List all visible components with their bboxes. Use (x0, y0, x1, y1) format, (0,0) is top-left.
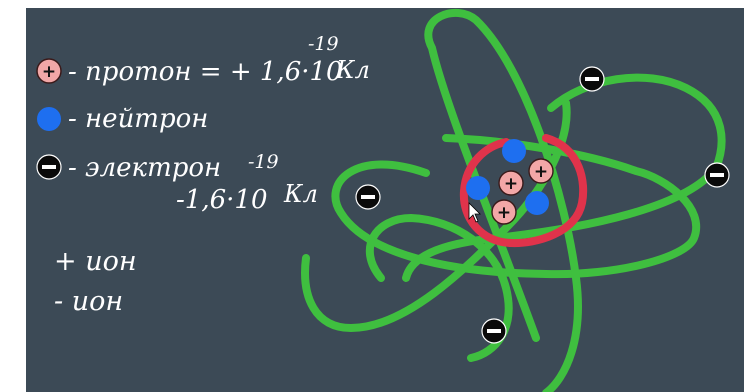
atom-diagram: + - протон = + 1,6·10 -19 Кл - нейтрон -… (36, 8, 730, 392)
electron (355, 184, 381, 210)
orbit-lower-left (301, 99, 571, 333)
proton (498, 170, 524, 196)
neutron (466, 176, 490, 200)
electron-minus (585, 77, 599, 81)
neutron-legend-text: - нейтрон (68, 104, 208, 134)
electron-legend-text: - электрон (68, 153, 221, 183)
electron-legend-exponent: -19 (248, 151, 279, 173)
electron-minus (710, 173, 724, 177)
legend-proton: + - протон = + 1,6·10 -19 Кл (36, 33, 370, 87)
nucleus: + + + (466, 139, 554, 225)
orbit-vertical (424, 8, 582, 392)
proton-symbol: + (534, 162, 548, 182)
neutron (502, 139, 526, 163)
proton-legend-unit: Кл (335, 56, 370, 84)
neutron (525, 191, 549, 215)
proton-symbol: + (504, 174, 518, 194)
electron (579, 66, 605, 92)
proton-legend-symbol: + (42, 62, 56, 82)
electron-legend-value: -1,6·10 (176, 185, 267, 215)
neutron-legend-icon (37, 107, 61, 131)
atom: + + + (301, 8, 730, 392)
legend-electron: - электрон -19 -1,6·10 Кл (36, 151, 318, 215)
mouse-cursor-icon (468, 202, 481, 223)
electron-legend-unit: Кл (283, 180, 318, 208)
blackboard: + - протон = + 1,6·10 -19 Кл - нейтрон -… (26, 8, 744, 392)
nucleus-ring (459, 134, 588, 248)
proton (491, 199, 517, 225)
electron (704, 162, 730, 188)
negative-ion-label: - ион (54, 286, 123, 317)
electron (481, 318, 507, 344)
electron-minus (361, 195, 375, 199)
ions-list: + ион - ион (54, 246, 137, 317)
proton-legend-text: - протон = + 1,6·10 (68, 57, 343, 87)
electrons (355, 66, 730, 344)
electron-legend-minus (42, 165, 56, 169)
proton-legend-exponent: -19 (308, 33, 339, 55)
proton-legend-icon (36, 58, 62, 84)
positive-ion-label: + ион (54, 246, 137, 277)
proton (528, 158, 554, 184)
orbit-horizontal (331, 134, 701, 279)
legend-neutron: - нейтрон (37, 104, 208, 134)
electron-minus (487, 329, 501, 333)
proton-symbol: + (497, 203, 511, 223)
